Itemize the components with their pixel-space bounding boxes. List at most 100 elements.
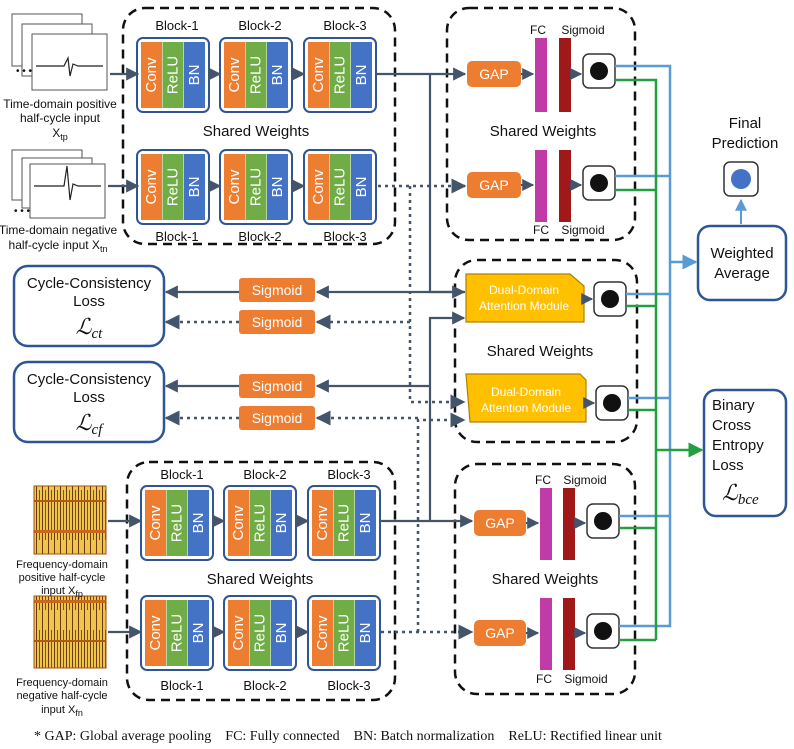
conv-layer-label: Conv (314, 615, 331, 651)
gap-box (474, 620, 526, 646)
shared-weights-label: Shared Weights (207, 571, 313, 588)
conv-layer (308, 42, 329, 108)
gap-label: GAP (479, 177, 509, 193)
svg-text:• • •: • • • (14, 206, 31, 217)
shared-weights-label: Shared Weights (492, 571, 598, 588)
bn-layer-label: BN (269, 65, 286, 86)
output-dot (594, 622, 612, 640)
cycle-sigmoids: Sigmoid Sigmoid Sigmoid Sigmoid (239, 278, 315, 430)
sigmoid-box (239, 406, 315, 430)
relu-layer-label: ReLU (165, 56, 182, 94)
gap-box (467, 61, 521, 87)
gap-box (474, 510, 526, 536)
bn-layer (355, 600, 376, 666)
block-label: Block-1 (155, 229, 198, 244)
shared-weights-label: Shared Weights (490, 123, 596, 140)
gap-label: GAP (479, 66, 509, 82)
fc-layer (535, 150, 547, 222)
bn-layer-label: BN (273, 513, 290, 534)
block-label: Block-3 (327, 678, 370, 693)
final-prediction-line2: Prediction (712, 135, 779, 152)
sigmoid-label: Sigmoid (563, 473, 606, 487)
output-dot (594, 512, 612, 530)
output-dot (601, 290, 619, 308)
head-top-container (445, 6, 637, 242)
conv-layer (141, 154, 162, 220)
input-fp-spectrogram (33, 485, 107, 555)
input-tn-thumbnail: • • • (11, 149, 106, 219)
bn-layer (351, 42, 372, 108)
fc-layer (540, 598, 552, 670)
relu-layer (162, 154, 184, 220)
loss-ct-box: Cycle-Consistency Loss ℒct (12, 264, 166, 348)
shared-weights-label: Shared Weights (203, 123, 309, 140)
bce-line: Binary (712, 397, 755, 414)
block-label: Block-1 (160, 467, 203, 482)
conv-layer-label: Conv (143, 57, 160, 93)
final-prediction-line1: Final (729, 115, 762, 132)
bce-line: Entropy (712, 437, 764, 454)
green-lines (615, 78, 704, 642)
conv-layer-label: Conv (147, 615, 164, 651)
conv-layer (141, 42, 162, 108)
conv-layer (308, 154, 329, 220)
relu-layer-label: ReLU (252, 614, 269, 652)
relu-layer (245, 42, 267, 108)
relu-layer-label: ReLU (252, 504, 269, 542)
conv-layer-label: Conv (230, 615, 247, 651)
input-fp-label-1: Frequency-domain (16, 559, 108, 571)
relu-layer (162, 42, 184, 108)
dashed-containers (121, 6, 639, 702)
input-tn-label-2: half-cycle input Xtn (9, 238, 108, 254)
block-label: Block-1 (155, 18, 198, 33)
block-label: Block-3 (323, 18, 366, 33)
bn-layer-label: BN (273, 623, 290, 644)
sigmoid-box-label: Sigmoid (252, 282, 303, 298)
sigmoid-box (239, 374, 315, 398)
input-fn-label-2: negative half-cycle (16, 690, 107, 702)
block-label: Block-2 (238, 229, 281, 244)
sigmoid-box-label: Sigmoid (252, 314, 303, 330)
attention-module-label: Dual-Domain (489, 283, 559, 297)
cnn-bottom-block-labels: Block-1 Block-2 Block-3 Block-1 Block-2 … (160, 467, 370, 693)
attention-module-label: Attention Module (481, 401, 571, 415)
footnote: * GAP: Global average pooling FC: Fully … (34, 729, 662, 744)
sigmoid-box (239, 278, 315, 302)
gap-label: GAP (485, 625, 515, 641)
block-label: Block-3 (323, 229, 366, 244)
bn-layer (351, 154, 372, 220)
conv-layer (312, 600, 333, 666)
relu-layer-label: ReLU (169, 504, 186, 542)
input-fn-label-1: Frequency-domain (16, 677, 108, 689)
loss-ct-symbol: ℒct (76, 314, 104, 342)
conv-layer (312, 490, 333, 556)
bn-layer-label: BN (190, 513, 207, 534)
attention-module-label: Attention Module (479, 299, 569, 313)
input-fp-label-3: input Xfp (41, 585, 83, 599)
loss-ct-line2: Loss (73, 293, 105, 310)
relu-layer-label: ReLU (332, 56, 349, 94)
conv-layer-label: Conv (230, 505, 247, 541)
sigmoid-label: Sigmoid (561, 23, 604, 37)
conv-layer-label: Conv (310, 57, 327, 93)
relu-layer (245, 154, 267, 220)
fc-layer (540, 488, 552, 560)
conv-layer-label: Conv (226, 57, 243, 93)
loss-cf-box: Cycle-Consistency Loss ℒcf (12, 360, 166, 444)
attention-modules: Dual-Domain Attention Module Shared Weig… (465, 273, 629, 423)
bn-layer-label: BN (186, 65, 203, 86)
shared-weights-label: Shared Weights (487, 343, 593, 360)
conv-layer (228, 600, 249, 666)
relu-layer (329, 42, 351, 108)
bn-layer-label: BN (357, 623, 374, 644)
block-label: Block-2 (243, 678, 286, 693)
relu-layer (333, 600, 355, 666)
bn-layer (267, 42, 288, 108)
blue-lines (615, 64, 698, 628)
loss-ct-line1: Cycle-Consistency (27, 275, 152, 292)
relu-layer-label: ReLU (336, 614, 353, 652)
weighted-line1: Weighted (710, 245, 773, 262)
attention-module-label: Dual-Domain (491, 385, 561, 399)
conv-layer (228, 490, 249, 556)
svg-text:• • •: • • • (16, 66, 33, 77)
